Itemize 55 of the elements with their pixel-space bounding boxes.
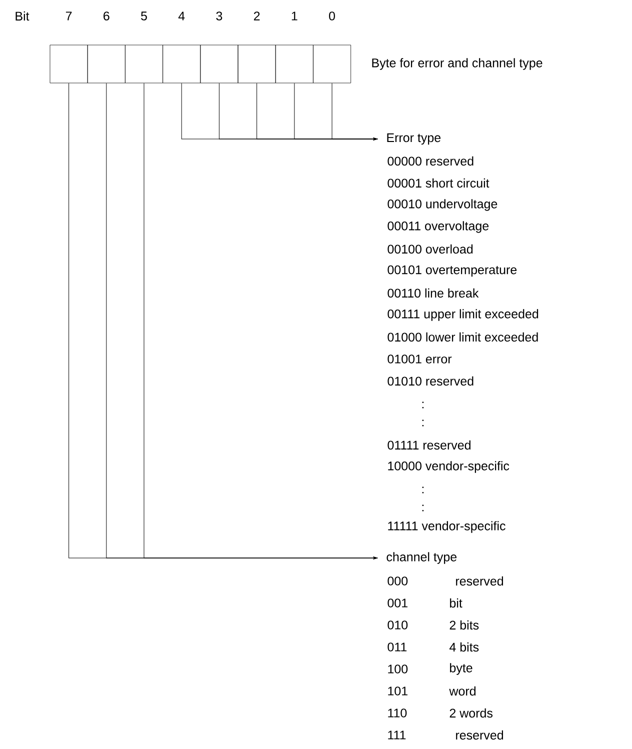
code-cell: 100 bbox=[388, 664, 408, 674]
code-entry: 00101 overtemperature bbox=[388, 265, 517, 277]
bit-cell bbox=[87, 44, 126, 84]
value-cell: 2 bits bbox=[450, 620, 479, 630]
ellipsis-dots: : bbox=[422, 504, 424, 512]
bit-cell bbox=[200, 44, 238, 84]
code-entry: 10000 vendor-specific bbox=[388, 461, 510, 473]
value-cell: 2 words bbox=[450, 708, 492, 718]
bit-number: 7 bbox=[66, 12, 72, 20]
code-entry: 00011 overvoltage bbox=[388, 221, 489, 233]
bit-number: 1 bbox=[292, 12, 298, 20]
value-cell: reserved bbox=[456, 730, 504, 740]
code-cell: 111 bbox=[388, 730, 406, 740]
code-entry: 00001 short circuit bbox=[388, 178, 490, 188]
bit-cell bbox=[125, 44, 163, 84]
bit-number: 6 bbox=[104, 12, 110, 20]
code-entry: 00111 upper limit exceeded bbox=[388, 309, 538, 321]
code-cell: 011 bbox=[388, 642, 407, 652]
code-entry: 00010 undervoltage bbox=[388, 199, 498, 211]
bit-cell bbox=[275, 44, 314, 84]
heading-text: channel type bbox=[386, 552, 457, 564]
code-cell: 001 bbox=[388, 598, 408, 608]
ellipsis-dots: : bbox=[422, 402, 424, 408]
code-entry: 01001 error bbox=[388, 354, 452, 364]
code-entry: 01000 lower limit exceeded bbox=[388, 332, 538, 342]
code-cell: 000 bbox=[388, 576, 408, 586]
code-entry: 00110 line break bbox=[388, 288, 479, 298]
value-cell: 4 bits bbox=[450, 642, 479, 652]
code-cell: 101 bbox=[388, 686, 408, 696]
bit-number: 4 bbox=[178, 12, 185, 20]
code-entry: 01010 reserved bbox=[388, 376, 474, 386]
bit-number: 3 bbox=[216, 12, 222, 20]
value-cell: reserved bbox=[456, 576, 504, 586]
bit-cell bbox=[50, 44, 88, 84]
bit-number: 0 bbox=[329, 12, 335, 20]
value-cell: bit bbox=[450, 598, 462, 608]
bit-cell bbox=[238, 44, 276, 84]
value-cell: word bbox=[449, 686, 476, 696]
bit-number: 2 bbox=[254, 12, 260, 20]
ellipsis-dots: : bbox=[422, 486, 424, 494]
code-entry: 00000 reserved bbox=[388, 156, 474, 166]
code-cell: 010 bbox=[388, 620, 408, 630]
code-entry: 11111 vendor-specific bbox=[388, 521, 506, 533]
code-entry: 01111 reserved bbox=[388, 440, 470, 450]
bit-number: 5 bbox=[141, 12, 147, 20]
bit-cell bbox=[162, 44, 201, 84]
code-entry: 00100 overload bbox=[388, 244, 473, 254]
ellipsis-dots: : bbox=[422, 420, 424, 426]
code-cell: 110 bbox=[388, 708, 407, 718]
byte-caption: Byte for error and channel type bbox=[372, 58, 542, 70]
bit-label: Bit bbox=[16, 11, 30, 21]
heading-text: Error type bbox=[387, 133, 441, 145]
value-cell: byte bbox=[450, 663, 472, 675]
arrow bbox=[332, 82, 378, 140]
bit-cell bbox=[313, 44, 351, 84]
